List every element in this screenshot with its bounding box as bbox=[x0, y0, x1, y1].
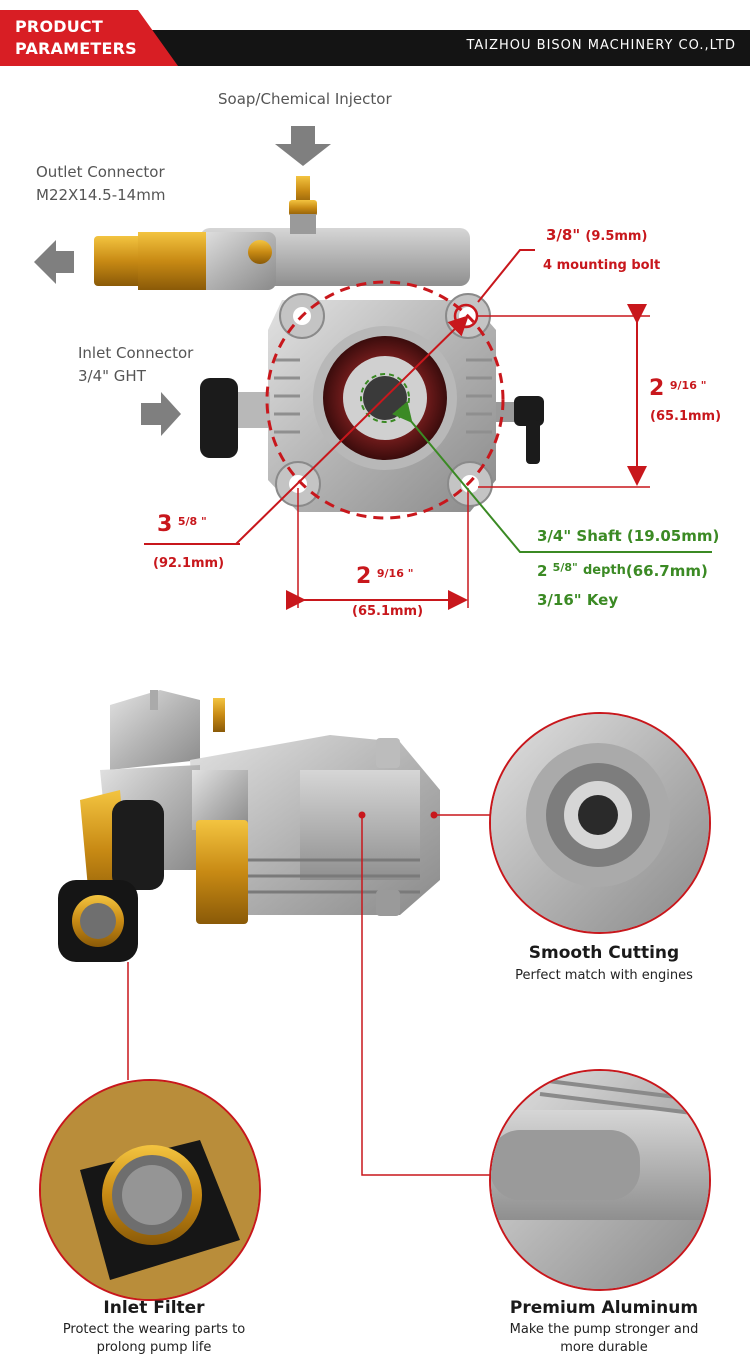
depth-label: 2 5/8" depth(66.7mm) bbox=[537, 561, 708, 580]
inlet-filter-sub-1: Protect the wearing parts to bbox=[62, 1322, 246, 1337]
callout-premium-aluminum bbox=[489, 1069, 711, 1291]
right-dim-whole: 2 bbox=[649, 376, 665, 401]
bottom-dim-whole: 2 bbox=[356, 564, 372, 589]
header-tag-line2: PARAMETERS bbox=[15, 39, 137, 58]
pump-side-view bbox=[58, 690, 440, 962]
diag-dim-frac: 5/8 " bbox=[177, 515, 207, 528]
header-tag-shape bbox=[0, 10, 178, 66]
smooth-cutting-title: Smooth Cutting bbox=[528, 943, 680, 963]
right-dim-mm: (65.1mm) bbox=[650, 409, 722, 424]
inlet-filter-title: Inlet Filter bbox=[103, 1298, 205, 1318]
premium-aluminum-sub-1: Make the pump stronger and bbox=[509, 1322, 699, 1337]
company-name: TAIZHOU BISON MACHINERY CO.,LTD bbox=[466, 38, 736, 53]
outlet-connector-label: Outlet Connector bbox=[36, 163, 165, 181]
inlet-connector-spec: 3/4" GHT bbox=[78, 367, 146, 385]
premium-aluminum-sub-2: more durable bbox=[560, 1340, 648, 1355]
depth-word: depth bbox=[582, 563, 626, 578]
inlet-arrow-icon bbox=[141, 392, 181, 436]
smooth-cutting-subtitle: Perfect match with engines bbox=[515, 968, 693, 983]
bottom-dim-mm: (65.1mm) bbox=[352, 604, 424, 619]
shaft-circle bbox=[360, 373, 410, 423]
bolt-size: 3/8" bbox=[546, 226, 581, 244]
header-tag-line1: PRODUCT bbox=[15, 17, 103, 36]
diag-dim-mm: (92.1mm) bbox=[153, 556, 225, 571]
depth-frac: 5/8" bbox=[552, 561, 578, 574]
premium-aluminum-title: Premium Aluminum bbox=[509, 1298, 699, 1318]
bolt-desc: 4 mounting bolt bbox=[543, 258, 661, 273]
mounting-circle bbox=[265, 280, 505, 520]
soap-injector-label: Soap/Chemical Injector bbox=[218, 90, 392, 108]
right-dim-frac: 9/16 " bbox=[669, 379, 707, 392]
header-tag-text: PRODUCT PARAMETERS bbox=[15, 16, 137, 60]
depth-mm: (66.7mm) bbox=[625, 562, 708, 580]
inlet-filter-sub-2: prolong pump life bbox=[96, 1340, 212, 1355]
bottom-dimension-label: 2 9/16 " bbox=[356, 564, 413, 589]
shaft-label: 3/4" Shaft (19.05mm) bbox=[537, 527, 720, 545]
bolt-mm: (9.5mm) bbox=[585, 229, 648, 244]
outlet-connector-spec: M22X14.5-14mm bbox=[36, 186, 166, 204]
bolt-size-label: 3/8" (9.5mm) bbox=[546, 226, 647, 244]
callout-smooth-cutting bbox=[489, 712, 711, 934]
diagonal-dimension-label: 3 5/8 " bbox=[157, 512, 207, 537]
depth-whole: 2 bbox=[537, 562, 548, 580]
diag-dim-whole: 3 bbox=[157, 512, 173, 537]
right-dimension-label: 2 9/16 " bbox=[649, 376, 706, 401]
bottom-dim-frac: 9/16 " bbox=[376, 567, 414, 580]
callout-inlet-filter bbox=[39, 1079, 261, 1301]
soap-arrow-icon bbox=[275, 126, 331, 166]
outlet-arrow-icon bbox=[34, 240, 74, 284]
inlet-connector-label: Inlet Connector bbox=[78, 344, 194, 362]
key-label: 3/16" Key bbox=[537, 591, 619, 609]
